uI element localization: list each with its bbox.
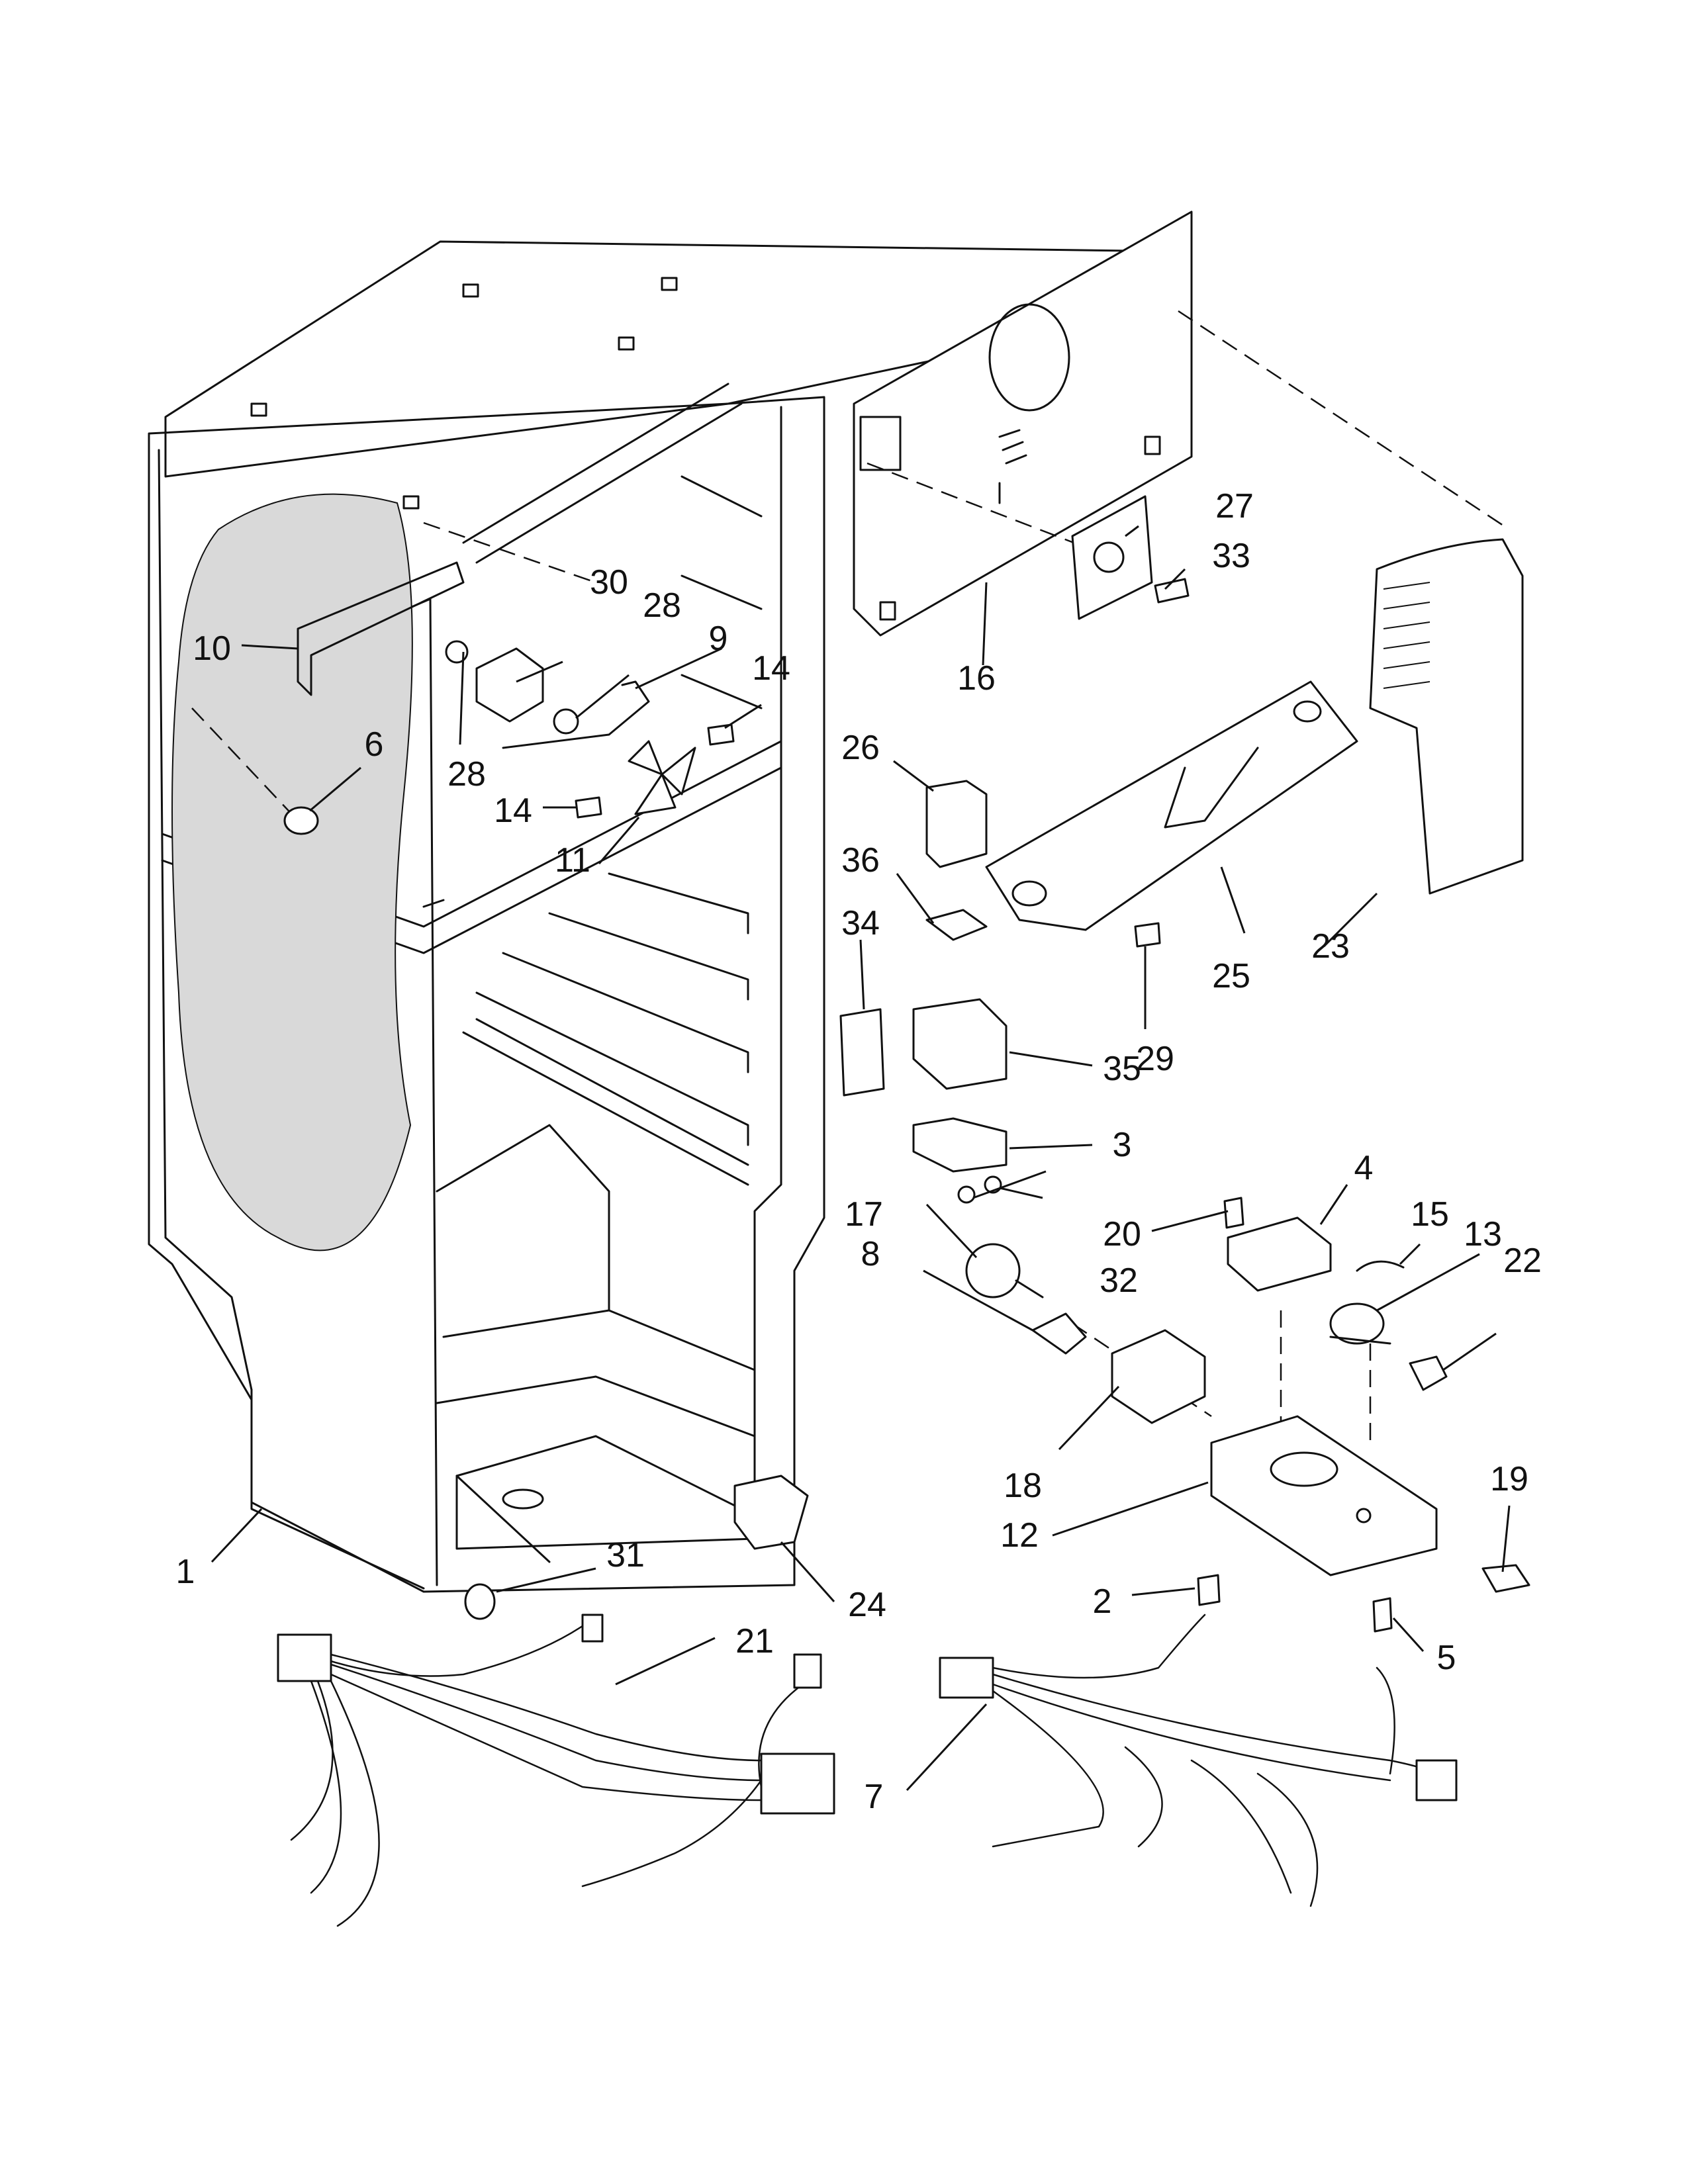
- callout-21: 21: [735, 1622, 774, 1661]
- screw: [1197, 1574, 1221, 1606]
- callout-26: 26: [841, 729, 880, 767]
- callout-30: 30: [590, 563, 628, 602]
- connector: [1481, 1564, 1530, 1593]
- callout-27: 27: [1215, 487, 1254, 525]
- callout-13: 13: [1464, 1215, 1502, 1253]
- knob: [1409, 1355, 1448, 1391]
- callout-29: 29: [1136, 1040, 1174, 1078]
- control-box: [912, 998, 1008, 1090]
- callout-9: 9: [709, 619, 728, 658]
- guide-line: [423, 522, 596, 584]
- control-bracket: [912, 1117, 1008, 1173]
- callout-4: 4: [1354, 1149, 1374, 1187]
- callout-15: 15: [1411, 1195, 1449, 1234]
- thermostat-knob: [925, 780, 988, 868]
- evaporator-bracket: [297, 561, 465, 696]
- gasket-plate: [839, 1008, 885, 1097]
- callout-14b: 14: [494, 792, 532, 830]
- callout-18: 18: [1004, 1467, 1042, 1505]
- light-socket: [1031, 1312, 1087, 1355]
- callout-34: 34: [841, 904, 880, 942]
- screw: [1134, 922, 1161, 948]
- control-housing: [985, 680, 1358, 931]
- air-duct: [1369, 538, 1524, 895]
- guide-line: [1178, 310, 1510, 531]
- callout-14a: 14: [752, 649, 790, 688]
- callout-20: 20: [1103, 1215, 1141, 1253]
- fan-motor-small: [1329, 1302, 1391, 1345]
- callout-33: 33: [1212, 537, 1250, 575]
- fan-bracket: [502, 680, 650, 749]
- callout-1: 1: [176, 1553, 195, 1591]
- light-bulb: [965, 1243, 1044, 1298]
- gasket: [925, 909, 988, 941]
- callout-32: 32: [1100, 1261, 1138, 1300]
- evaporator-fan-motor: [445, 640, 544, 723]
- leader-lines: [211, 525, 1511, 1792]
- light-shield: [1111, 1329, 1206, 1424]
- screw: [707, 723, 735, 746]
- heater-cover-plate: [1071, 495, 1153, 620]
- callout-16: 16: [957, 659, 996, 698]
- screw: [575, 796, 602, 819]
- callout-12: 12: [1000, 1516, 1039, 1555]
- callout-22: 22: [1503, 1242, 1542, 1280]
- callout-35: 35: [1103, 1050, 1141, 1088]
- control-board: [1227, 1216, 1332, 1292]
- screw: [1372, 1597, 1393, 1633]
- callout-7: 7: [865, 1778, 884, 1816]
- callout-28a: 28: [643, 586, 681, 625]
- callout-2: 2: [1093, 1582, 1112, 1621]
- screw: [1154, 578, 1190, 604]
- guide-line: [867, 462, 1126, 564]
- wire-harness-left: [277, 1614, 835, 1927]
- thermistor: [464, 1583, 496, 1620]
- grommet: [553, 708, 579, 735]
- callout-19: 19: [1490, 1460, 1528, 1498]
- callout-5: 5: [1437, 1639, 1456, 1677]
- callout-25: 25: [1212, 957, 1250, 995]
- callout-24: 24: [848, 1586, 886, 1624]
- callout-8: 8: [861, 1235, 880, 1273]
- evaporator-cover: [853, 210, 1193, 637]
- callout-31: 31: [606, 1536, 645, 1574]
- light-housing: [1210, 1415, 1438, 1576]
- fan-blade: [628, 740, 696, 815]
- clip: [957, 1175, 1002, 1204]
- wire-clip: [1356, 1260, 1405, 1272]
- callout-36: 36: [841, 841, 880, 880]
- callout-17: 17: [845, 1195, 883, 1234]
- callout-11: 11: [555, 841, 590, 880]
- plug: [283, 806, 319, 835]
- callout-23: 23: [1311, 927, 1350, 966]
- callout-3: 3: [1113, 1126, 1132, 1164]
- callout-6: 6: [365, 725, 384, 764]
- screw: [1223, 1197, 1244, 1229]
- wire-harness-right: [939, 1614, 1458, 1907]
- callout-28b: 28: [447, 755, 486, 794]
- callout-10: 10: [193, 629, 231, 668]
- defrost-timer: [733, 1475, 809, 1550]
- callout-labels: 1 2 3 4 5 6 7 8 9 10 11 12 13 14 14 15 1…: [176, 487, 1542, 1816]
